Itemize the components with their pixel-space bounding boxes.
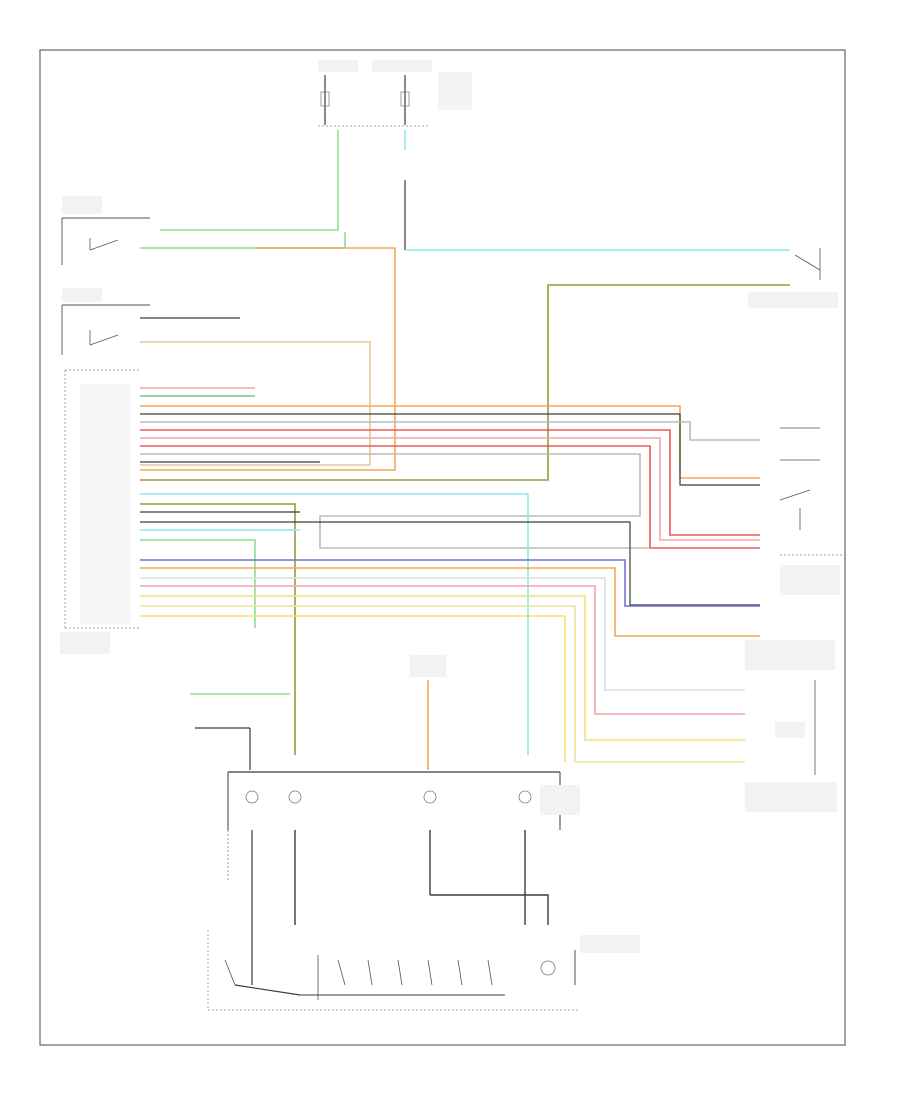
diagram-frame (39, 49, 846, 1046)
wire-orange-long (140, 247, 396, 471)
fuse-panel-top (318, 60, 472, 127)
wire-olive (140, 284, 790, 481)
switch-box-upper (61, 196, 150, 265)
switch-right-upper (748, 248, 838, 308)
wire-lightgreen-top (160, 130, 339, 231)
clockspring-circle (245, 790, 259, 804)
connector-wires (140, 387, 760, 763)
switch-box-lower (61, 288, 150, 355)
wire-tan-switch-lower (140, 341, 371, 466)
pcm-connector (60, 369, 140, 654)
right-components (745, 427, 845, 812)
wire-lightgreen-switch (140, 232, 346, 249)
clockspring-box (227, 771, 580, 985)
speed-control-switch (207, 930, 640, 1011)
